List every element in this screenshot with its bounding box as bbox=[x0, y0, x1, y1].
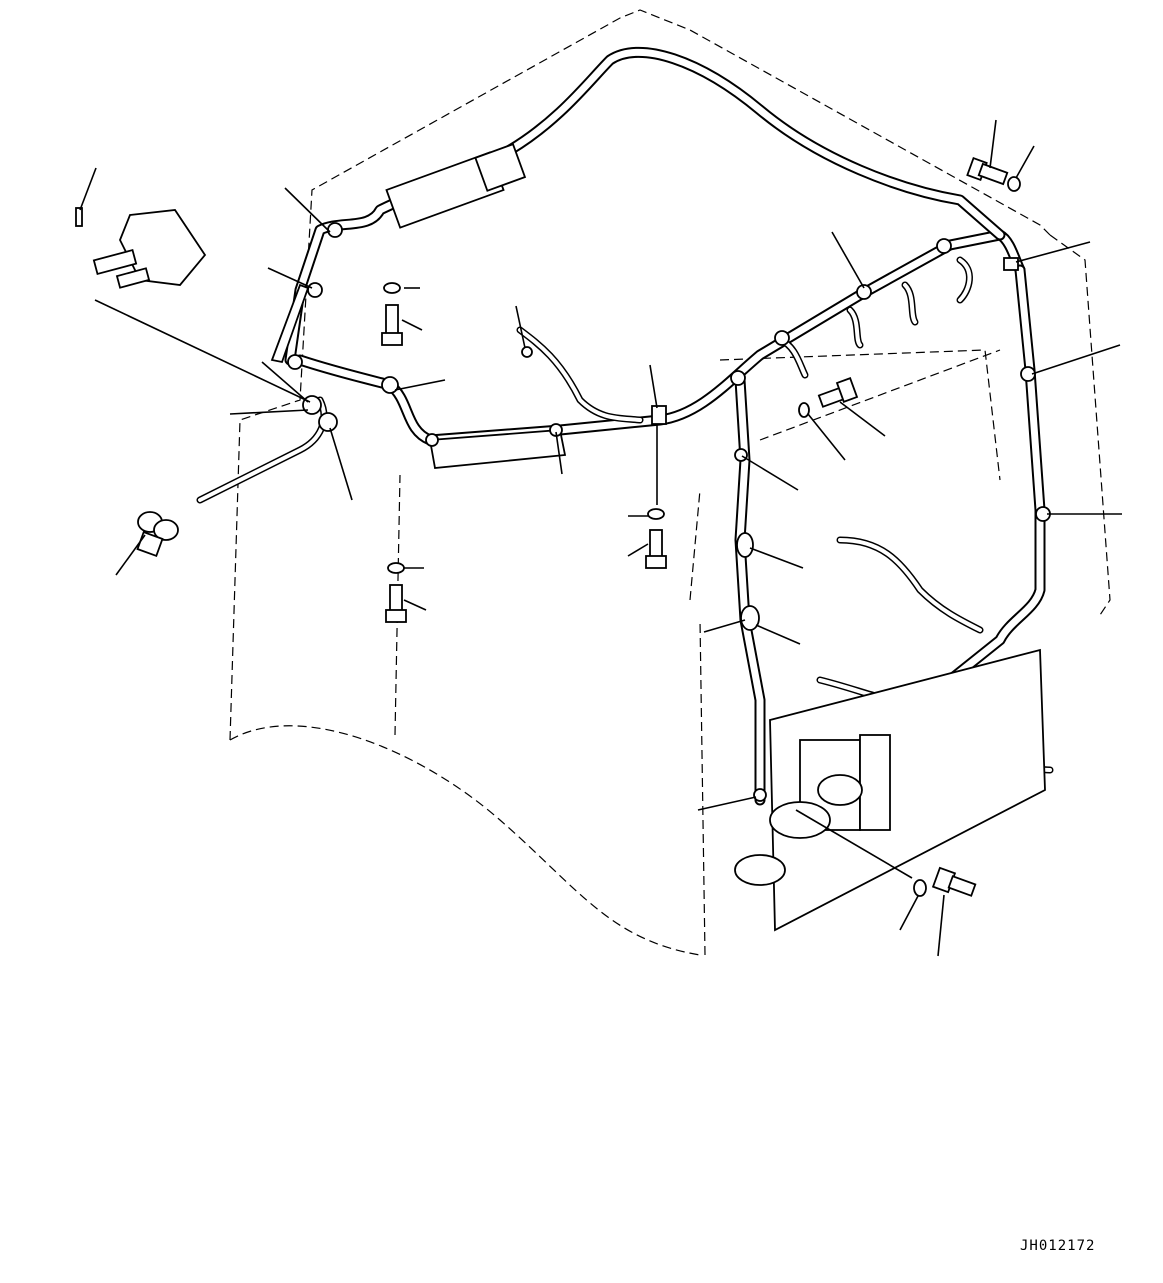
harness-clamps bbox=[287, 222, 1051, 802]
leader-lines bbox=[79, 119, 1122, 957]
main-harness bbox=[284, 46, 1046, 806]
controller-panel bbox=[734, 648, 1046, 932]
protector-sleeve bbox=[270, 283, 567, 469]
relay-block bbox=[385, 143, 527, 229]
bolts-and-washers bbox=[381, 156, 1021, 897]
lamp-sockets bbox=[136, 511, 179, 558]
drawing-number: JH012172 bbox=[1020, 1238, 1096, 1254]
switch-assembly bbox=[75, 207, 207, 289]
